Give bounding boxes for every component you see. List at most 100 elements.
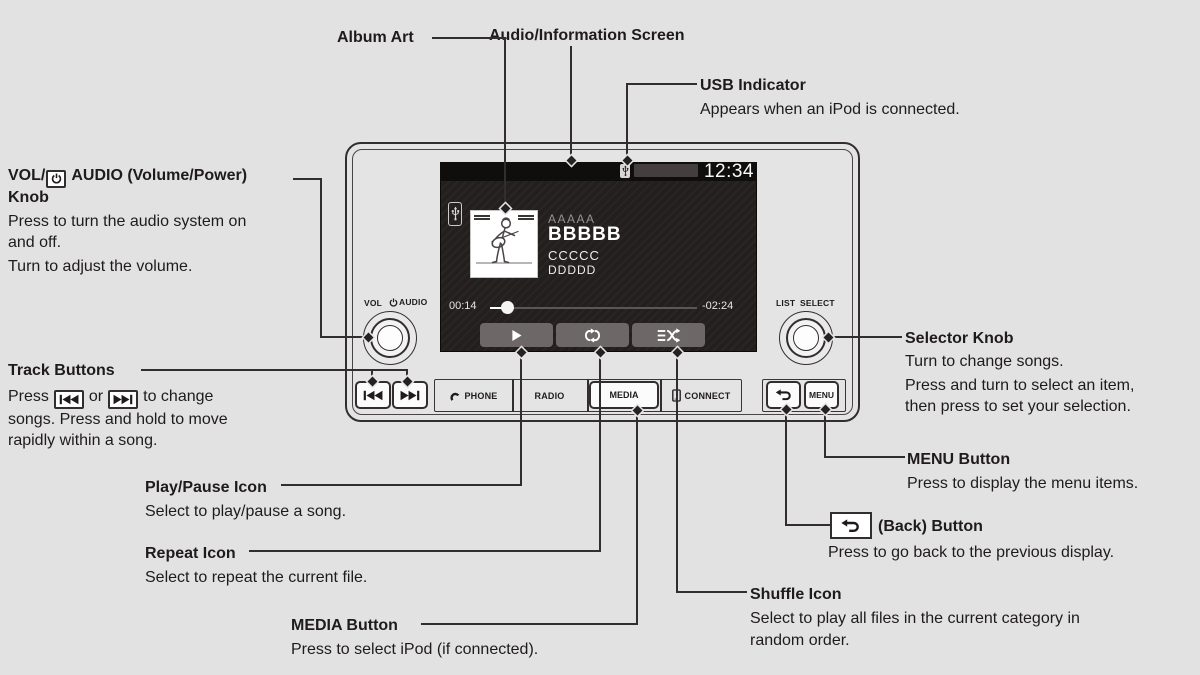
- vol-knob-label: VOL: [364, 298, 383, 308]
- next-track-icon-box: [108, 390, 139, 409]
- shuffle-icon: [657, 328, 681, 343]
- progress-fill: [490, 307, 503, 309]
- track-meta-line3: CCCCC: [548, 248, 600, 263]
- usb-indicator-icon: [620, 164, 630, 178]
- connect-button[interactable]: CONNECT: [660, 379, 742, 412]
- callout-back-title: (Back) Button: [878, 518, 983, 535]
- connector-line: [785, 524, 831, 526]
- previous-track-icon-box: [53, 390, 84, 409]
- list-knob-label: LIST: [776, 298, 796, 308]
- callout-vol-title-line2: Knob: [8, 189, 49, 206]
- connector-line: [293, 178, 322, 180]
- callout-menu-title: MENU Button: [907, 451, 1011, 468]
- callout-media-title: MEDIA Button: [291, 617, 398, 634]
- progress-slider-handle[interactable]: [501, 301, 514, 314]
- next-track-icon: [113, 394, 133, 405]
- back-button[interactable]: [766, 381, 801, 409]
- repeat-button[interactable]: [556, 323, 629, 347]
- source-indicator-box: [634, 164, 698, 177]
- radio-button[interactable]: RADIO: [534, 390, 565, 401]
- shuffle-button[interactable]: [632, 323, 705, 347]
- guitarist-drawing: [491, 217, 519, 264]
- callout-track-desc: rapidly within a song.: [8, 432, 158, 449]
- connector-line: [599, 354, 601, 552]
- callout-menu-desc: Press to display the menu items.: [907, 475, 1139, 492]
- panel-divider: [587, 379, 589, 412]
- callout-usb-desc: Appears when an iPod is connected.: [700, 101, 960, 118]
- connector-line: [281, 484, 521, 486]
- audio-knob-label: AUDIO: [389, 297, 427, 307]
- panel-divider: [512, 379, 514, 412]
- remaining-time: -02:24: [702, 300, 734, 312]
- connector-line: [249, 550, 600, 552]
- callout-shuffle-title: Shuffle Icon: [750, 586, 842, 603]
- callout-vol-desc: and off.: [8, 234, 62, 251]
- track-meta-line2: BBBBB: [548, 224, 622, 245]
- audio-unit-inner-trim: [352, 149, 853, 415]
- clock-display: 12:34: [703, 161, 754, 182]
- connector-line: [520, 354, 522, 486]
- callout-track-title: Track Buttons: [8, 362, 115, 379]
- callout-selector-desc: then press to set your selection.: [905, 398, 1131, 415]
- power-icon: [389, 298, 398, 307]
- connector-line: [824, 412, 826, 458]
- callout-track-desc: songs. Press and hold to move: [8, 411, 228, 428]
- connector-line: [371, 369, 373, 379]
- select-knob-label: SELECT: [800, 298, 835, 308]
- callout-album-art-title: Album Art: [337, 29, 414, 46]
- connector-line: [504, 37, 506, 209]
- callout-vol-desc: Press to turn the audio system on: [8, 213, 247, 230]
- next-track-button[interactable]: [392, 381, 428, 409]
- connector-line: [676, 354, 678, 593]
- connector-line: [570, 46, 572, 158]
- connector-line: [627, 83, 697, 85]
- connector-line: [785, 412, 787, 526]
- connector-line: [406, 369, 408, 379]
- connector-line: [421, 623, 637, 625]
- connector-line: [636, 413, 638, 625]
- album-art: [470, 210, 538, 278]
- callout-media-desc: Press to select iPod (if connected).: [291, 641, 539, 658]
- connector-line: [320, 178, 322, 338]
- connector-line: [831, 336, 902, 338]
- volume-knob-cap: [377, 325, 403, 351]
- connector-line: [141, 369, 408, 371]
- panel-divider: [660, 379, 662, 412]
- callout-shuffle-desc: random order.: [750, 632, 850, 649]
- repeat-icon: [581, 328, 604, 343]
- connector-line: [432, 37, 506, 39]
- back-arrow-icon: [775, 389, 793, 401]
- callout-vol-desc: Turn to adjust the volume.: [8, 258, 193, 275]
- connector-line: [676, 591, 747, 593]
- phone-button[interactable]: PHONE: [434, 379, 512, 412]
- power-icon: [51, 173, 62, 184]
- callout-vol-title-line1: VOL/AUDIO (Volume/Power): [8, 166, 247, 188]
- connector-line: [320, 336, 366, 338]
- power-icon-box: [46, 169, 67, 188]
- play-pause-button[interactable]: [480, 323, 553, 347]
- callout-back-desc: Press to go back to the previous display…: [828, 544, 1115, 561]
- back-icon-box: [830, 512, 872, 539]
- elapsed-time: 00:14: [449, 300, 477, 312]
- right-button-panel: [762, 379, 846, 412]
- previous-track-icon: [363, 390, 383, 401]
- callout-repeat-desc: Select to repeat the current file.: [145, 569, 368, 586]
- back-arrow-icon: [840, 519, 862, 533]
- phone-icon: [448, 390, 460, 402]
- next-track-icon: [400, 390, 420, 401]
- callout-usb-title: USB Indicator: [700, 77, 806, 94]
- menu-button[interactable]: MENU: [804, 381, 839, 409]
- connector-line: [626, 83, 628, 158]
- callout-selector-desc: Turn to change songs.: [905, 353, 1064, 370]
- callout-repeat-title: Repeat Icon: [145, 545, 236, 562]
- progress-track: [490, 307, 697, 309]
- selector-knob[interactable]: [779, 311, 833, 365]
- play-icon: [511, 329, 522, 342]
- previous-track-icon: [59, 394, 79, 405]
- callout-selector-title: Selector Knob: [905, 330, 1014, 347]
- selector-knob-cap: [793, 325, 819, 351]
- callout-audio-screen-title: Audio/Information Screen: [489, 27, 685, 44]
- track-meta-line1: AAAAA: [548, 212, 596, 226]
